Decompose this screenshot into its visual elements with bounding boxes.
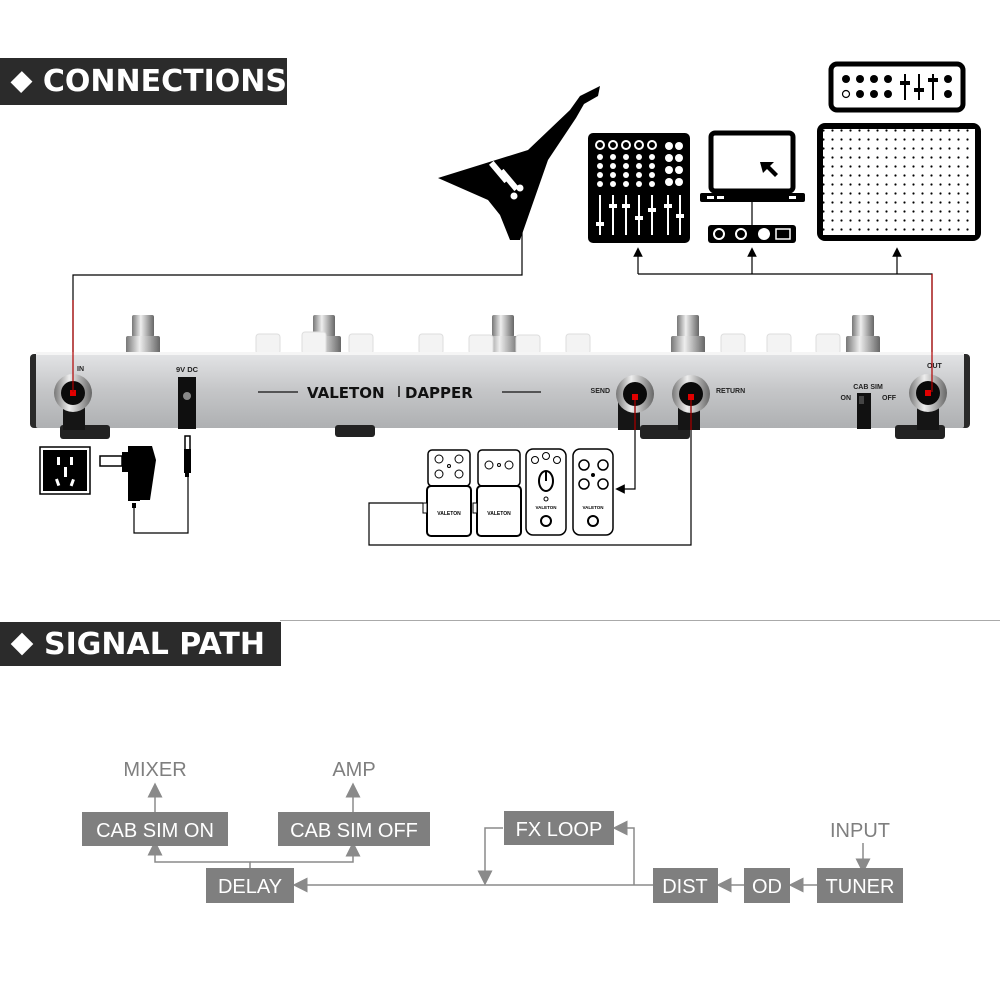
- amp-head-cabinet-icon: [817, 61, 981, 241]
- cab-sim-off-node: CAB SIM OFF: [278, 812, 430, 846]
- knob[interactable]: [255, 333, 281, 355]
- power-adapter-icon: [99, 435, 191, 534]
- knob[interactable]: [720, 333, 746, 355]
- footswitch[interactable]: [126, 315, 160, 354]
- fx-loop-pedals: VALETON VALETON VALETON VALETON: [422, 448, 614, 537]
- connections-title: CONNECTIONS: [42, 64, 287, 99]
- pedal-1: VALETON: [422, 449, 472, 537]
- device-chassis: [30, 352, 970, 439]
- brand-logo: VALETON DAPPER: [258, 384, 541, 402]
- pedal-brand: VALETON: [487, 511, 511, 517]
- pedal-2: VALETON: [472, 449, 522, 537]
- mixer-icon: [588, 133, 690, 243]
- device-top: [126, 315, 880, 355]
- input-jack[interactable]: [54, 374, 92, 430]
- cab-sim-switch[interactable]: [857, 393, 871, 429]
- connections-header: CONNECTIONS: [0, 58, 287, 105]
- signal-path-title: SIGNAL PATH: [44, 626, 265, 662]
- knob[interactable]: [348, 333, 374, 355]
- mixer-label: MIXER: [123, 759, 186, 781]
- pedal-brand: VALETON: [535, 505, 556, 510]
- tuner-node: TUNER: [817, 868, 903, 903]
- knob[interactable]: [565, 333, 591, 355]
- cab-sim-on-text: CAB SIM ON: [96, 820, 214, 842]
- input-label: IN: [77, 366, 84, 373]
- cab-sim-off-text: CAB SIM OFF: [290, 820, 418, 842]
- pedal-brand: VALETON: [582, 505, 603, 510]
- fx-loop-node: FX LOOP: [504, 811, 614, 845]
- return-jack[interactable]: [672, 375, 710, 430]
- cab-sim-off-label: OFF: [882, 395, 897, 402]
- fx-loop-text: FX LOOP: [516, 819, 603, 841]
- pedal-4: VALETON: [572, 448, 614, 536]
- cab-sim-on-node: CAB SIM ON: [82, 812, 228, 846]
- knob[interactable]: [418, 333, 444, 355]
- wall-outlet-icon: [39, 446, 91, 495]
- knob[interactable]: [468, 334, 494, 355]
- footswitch[interactable]: [846, 315, 880, 354]
- knob[interactable]: [515, 334, 541, 355]
- delay-text: DELAY: [218, 876, 282, 898]
- return-label: RETURN: [716, 388, 745, 395]
- input-node-label: INPUT: [830, 820, 890, 842]
- model-name: DAPPER: [405, 384, 473, 402]
- output-label: OUT: [927, 363, 943, 370]
- send-label: SEND: [591, 388, 610, 395]
- od-text: OD: [752, 876, 782, 898]
- footswitch[interactable]: [671, 315, 705, 354]
- cab-sim-label: CAB SIM: [853, 384, 883, 391]
- knob[interactable]: [301, 331, 327, 355]
- cab-sim-on-label: ON: [841, 395, 852, 402]
- knob[interactable]: [766, 333, 792, 355]
- pedal-3: VALETON: [525, 448, 567, 536]
- od-node: OD: [744, 868, 790, 903]
- amp-label: AMP: [332, 759, 375, 781]
- power-jack[interactable]: [178, 377, 196, 429]
- brand-name: VALETON: [307, 384, 385, 402]
- tuner-text: TUNER: [826, 876, 895, 898]
- guitar-icon: [438, 86, 600, 240]
- knob[interactable]: [815, 333, 841, 355]
- output-jack[interactable]: [909, 374, 947, 430]
- signal-path-flow: MIXER AMP INPUT CAB SIM ON CAB SIM OFF F…: [82, 759, 903, 903]
- dist-text: DIST: [662, 876, 708, 898]
- pedal-brand: VALETON: [437, 511, 461, 517]
- power-label: 9V DC: [176, 365, 199, 374]
- section-divider: [280, 620, 1000, 621]
- signal-path-header: SIGNAL PATH: [0, 622, 281, 666]
- laptop-audio-interface-icon: [700, 130, 805, 243]
- footswitch[interactable]: [486, 315, 520, 354]
- dist-node: DIST: [653, 868, 718, 903]
- send-jack[interactable]: [616, 375, 654, 430]
- delay-node: DELAY: [206, 868, 294, 903]
